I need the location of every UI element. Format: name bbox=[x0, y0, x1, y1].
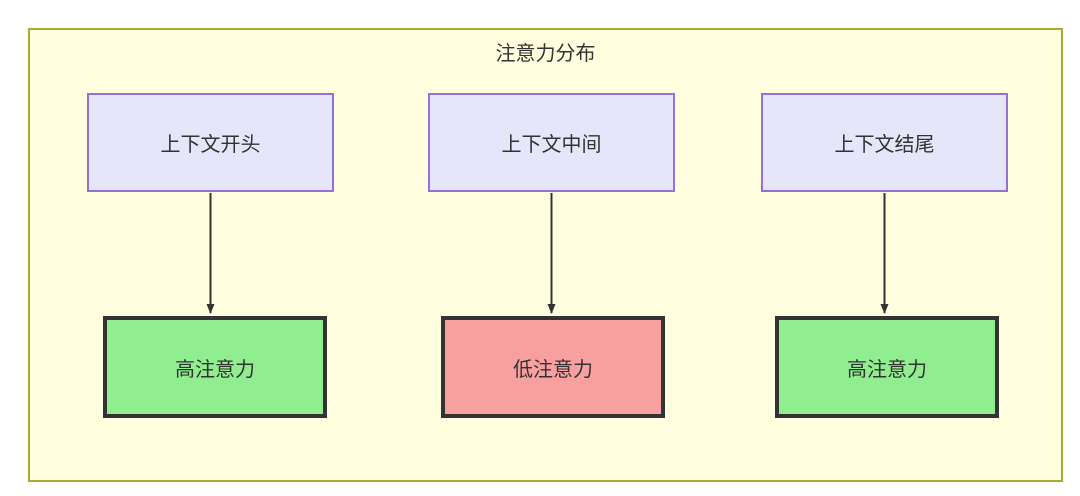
node-attention-middle-label: 低注意力 bbox=[513, 358, 593, 381]
node-context-end-label: 上下文结尾 bbox=[834, 134, 935, 156]
node-attention-start-label: 高注意力 bbox=[175, 358, 255, 381]
node-attention-start[interactable]: 高注意力 bbox=[103, 316, 327, 418]
subgraph-title: 注意力分布 bbox=[495, 43, 596, 65]
node-context-start-label: 上下文开头 bbox=[160, 134, 261, 156]
node-context-start[interactable]: 上下文开头 bbox=[87, 93, 334, 192]
node-attention-middle[interactable]: 低注意力 bbox=[441, 316, 665, 418]
node-context-middle[interactable]: 上下文中间 bbox=[428, 93, 675, 192]
node-context-end[interactable]: 上下文结尾 bbox=[761, 93, 1008, 192]
node-attention-end[interactable]: 高注意力 bbox=[775, 316, 999, 418]
node-context-middle-label: 上下文中间 bbox=[501, 134, 602, 156]
node-attention-end-label: 高注意力 bbox=[847, 358, 927, 381]
